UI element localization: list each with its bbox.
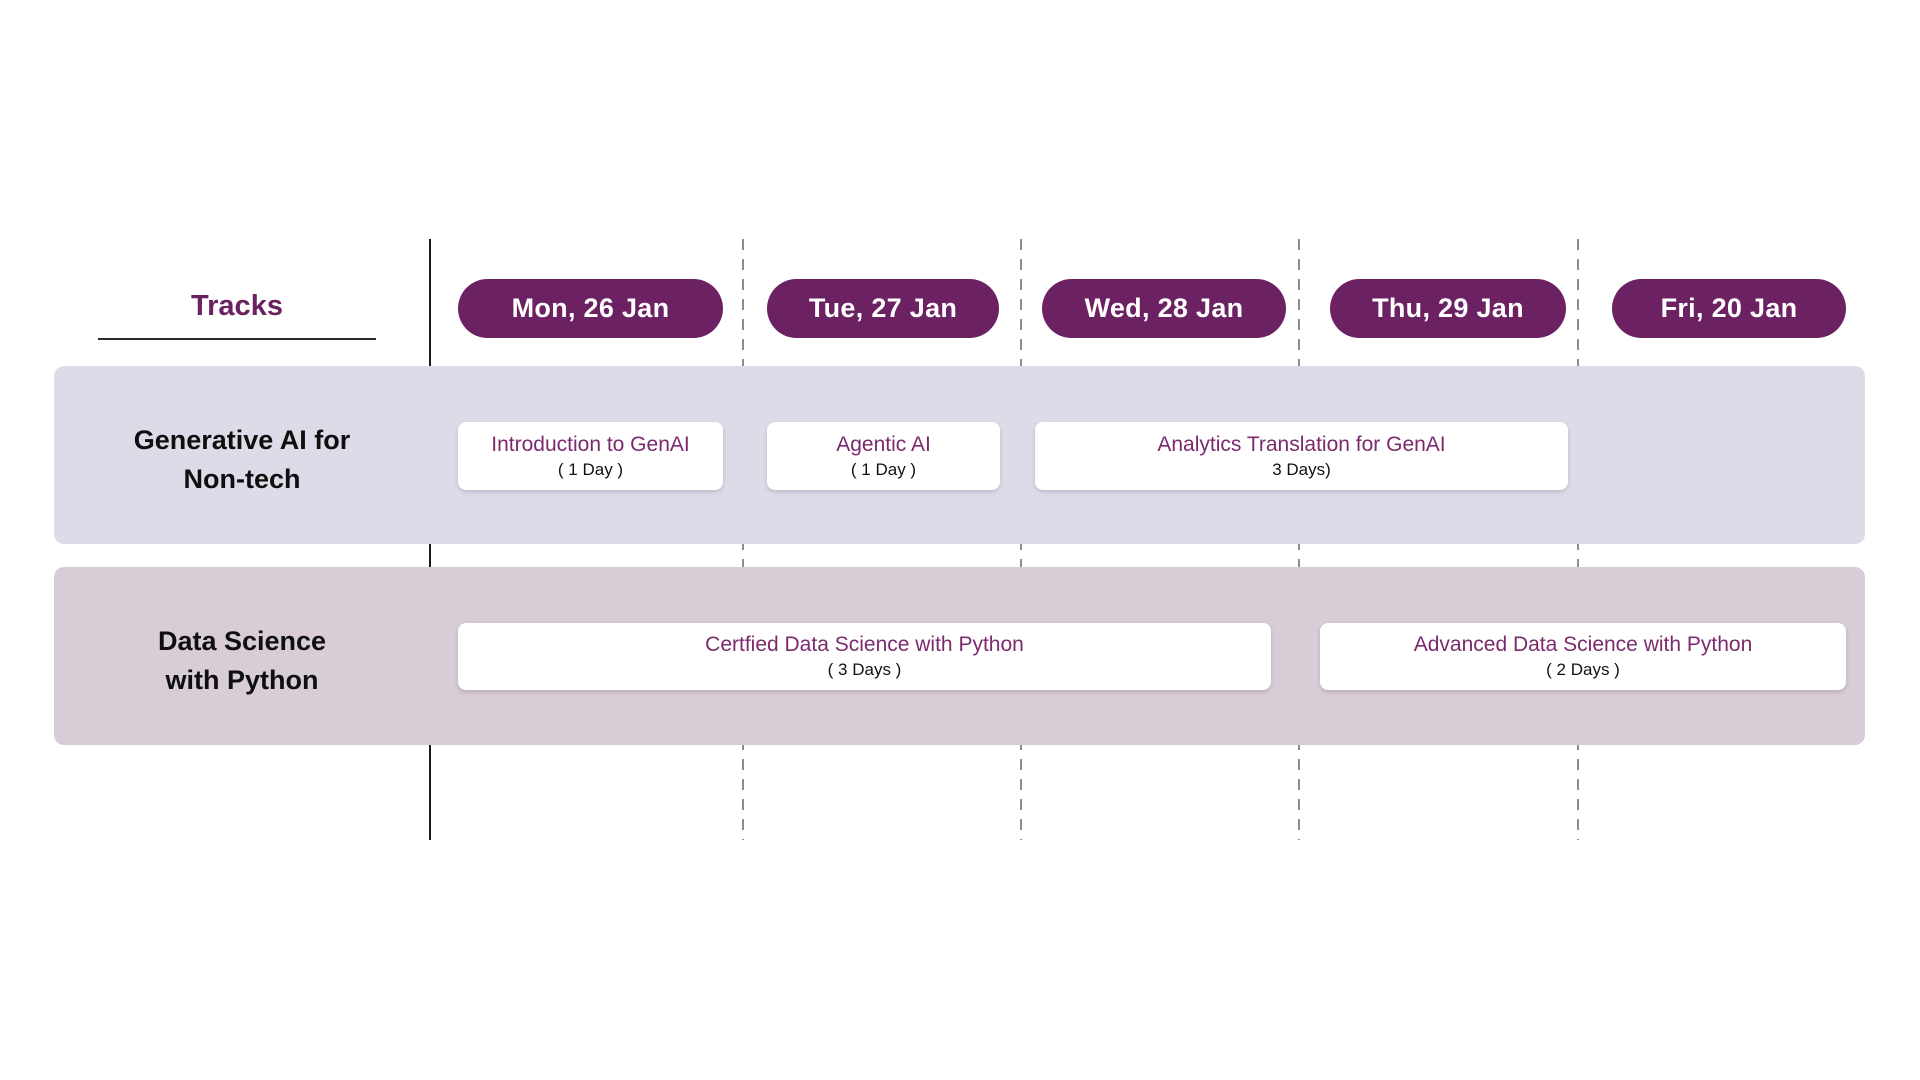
course-title: Advanced Data Science with Python	[1413, 633, 1753, 656]
course-duration: ( 2 Days )	[1546, 660, 1620, 679]
track-label-line: with Python	[165, 665, 319, 695]
course-card-analytics-translation: Analytics Translation for GenAI 3 Days)	[1035, 422, 1568, 490]
course-card-agentic-ai: Agentic AI ( 1 Day )	[767, 422, 1000, 490]
day-pill-thu-29-jan: Thu, 29 Jan	[1330, 279, 1566, 338]
course-title: Analytics Translation for GenAI	[1157, 432, 1446, 456]
course-duration: ( 1 Day )	[557, 459, 624, 479]
course-card-advanced-data-science: Advanced Data Science with Python ( 2 Da…	[1320, 623, 1846, 690]
course-title: Agentic AI	[836, 432, 931, 456]
course-card-introduction-to-genai: Introduction to GenAI ( 1 Day )	[458, 422, 723, 490]
track-label-data-science: Data Science with Python	[54, 622, 430, 700]
course-duration: ( 3 Days )	[827, 660, 902, 679]
tracks-heading: Tracks	[191, 290, 283, 322]
day-pill-fri-20-jan: Fri, 20 Jan	[1612, 279, 1846, 338]
day-pill-mon-26-jan: Mon, 26 Jan	[458, 279, 723, 338]
track-label-line: Generative AI for	[133, 425, 351, 455]
course-title: Introduction to GenAI	[491, 432, 690, 456]
track-label-line: Data Science	[157, 626, 327, 656]
track-label-generative-ai: Generative AI for Non-tech	[54, 421, 430, 499]
course-duration: 3 Days)	[1272, 459, 1331, 479]
course-card-certified-data-science: Certfied Data Science with Python ( 3 Da…	[458, 623, 1271, 690]
course-duration: ( 1 Day )	[850, 459, 917, 479]
tracks-heading-underline	[98, 338, 376, 340]
track-label-line: Non-tech	[183, 464, 301, 494]
day-pill-tue-27-jan: Tue, 27 Jan	[767, 279, 999, 338]
course-title: Certfied Data Science with Python	[705, 633, 1024, 656]
day-pill-wed-28-jan: Wed, 28 Jan	[1042, 279, 1286, 338]
